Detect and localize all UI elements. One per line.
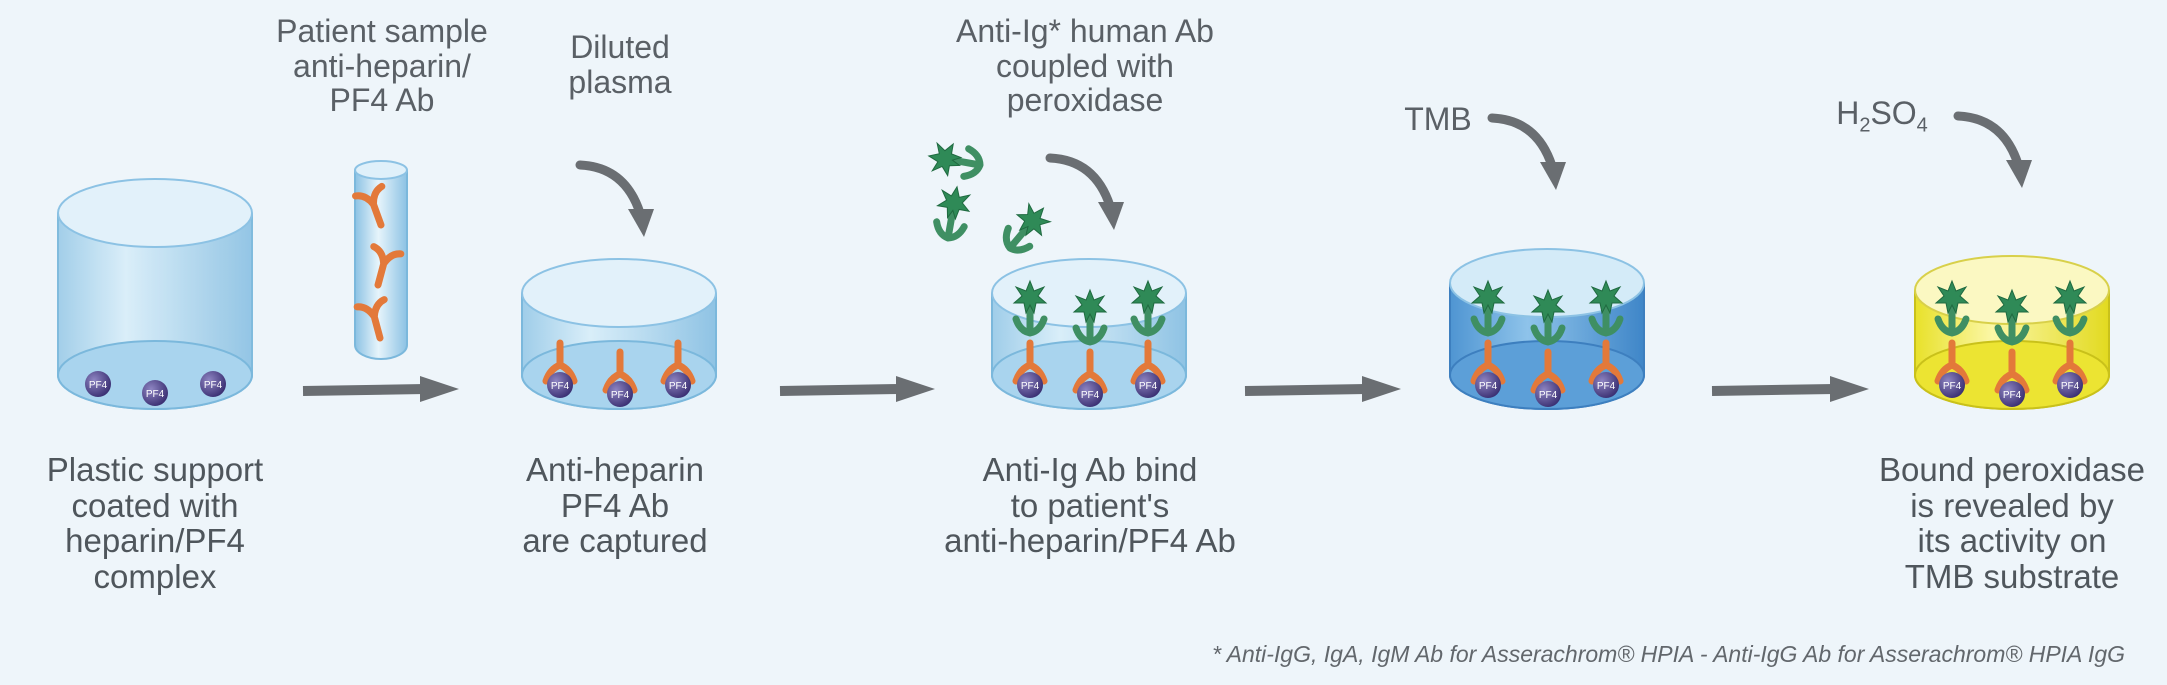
arrow-conjugate bbox=[1050, 158, 1124, 230]
h2so4-so: SO bbox=[1870, 95, 1917, 131]
label-tmb: TMB bbox=[1404, 101, 1472, 137]
caption-step-4: Bound peroxidase is revealed by its acti… bbox=[1878, 451, 2146, 595]
arrow-tmb bbox=[1492, 118, 1566, 190]
sample-tube bbox=[355, 160, 408, 360]
well-3 bbox=[991, 258, 1187, 410]
well-2 bbox=[521, 258, 717, 410]
well-4 bbox=[1449, 248, 1645, 410]
arrow-3 bbox=[1244, 376, 1401, 402]
bead-label: PF4 bbox=[669, 381, 688, 392]
bead-label: PF4 bbox=[89, 380, 108, 391]
bead-label: PF4 bbox=[2003, 390, 2022, 401]
caption-step-1: Plastic support coated with heparin/PF4 … bbox=[46, 451, 264, 595]
arrow-2 bbox=[779, 376, 935, 402]
caption-step-3: Anti-Ig Ab bind to patient's anti-hepari… bbox=[944, 451, 1236, 560]
bead-label: PF4 bbox=[1081, 390, 1100, 401]
bead-label: PF4 bbox=[1539, 390, 1558, 401]
h2so4-h: H bbox=[1836, 95, 1860, 131]
h2so4-sub-2: 2 bbox=[1859, 114, 1871, 137]
well-1-beads bbox=[85, 371, 226, 406]
bead-label: PF4 bbox=[2061, 381, 2080, 392]
footnote: * Anti-IgG, IgA, IgM Ab for Asserachrom®… bbox=[1212, 641, 2125, 667]
caption-step-2: Anti-heparin PF4 Ab are captured bbox=[522, 451, 708, 560]
arrow-1 bbox=[302, 376, 459, 402]
bead-label: PF4 bbox=[204, 380, 223, 391]
bead-label: PF4 bbox=[146, 389, 165, 400]
bead-label: PF4 bbox=[1139, 381, 1158, 392]
label-anti-ig-coupled: Anti-Ig* human Ab coupled with peroxidas… bbox=[956, 13, 1214, 119]
bead-label: PF4 bbox=[1479, 381, 1498, 392]
bead-label: PF4 bbox=[1597, 381, 1616, 392]
bead-label: PF4 bbox=[611, 390, 630, 401]
arrow-diluted-plasma bbox=[580, 165, 654, 237]
bead-labels: PF4 PF4 PF4 PF4 PF4 PF4 PF4 PF4 PF4 PF4 … bbox=[89, 380, 2080, 401]
arrow-4 bbox=[1711, 376, 1869, 402]
floating-conjugates bbox=[926, 140, 1056, 258]
label-patient-sample: Patient sample anti-heparin/ PF4 Ab bbox=[276, 13, 488, 119]
arrow-h2so4 bbox=[1958, 116, 2032, 188]
bead-label: PF4 bbox=[551, 381, 570, 392]
h2so4-sub-4: 4 bbox=[1916, 114, 1928, 137]
well-1 bbox=[57, 178, 253, 410]
bead-label: PF4 bbox=[1943, 381, 1962, 392]
bead-label: PF4 bbox=[1021, 381, 1040, 392]
label-diluted-plasma: Diluted plasma bbox=[568, 29, 672, 100]
label-h2so4: H2SO4 bbox=[1822, 96, 1942, 137]
well-5 bbox=[1914, 255, 2110, 410]
